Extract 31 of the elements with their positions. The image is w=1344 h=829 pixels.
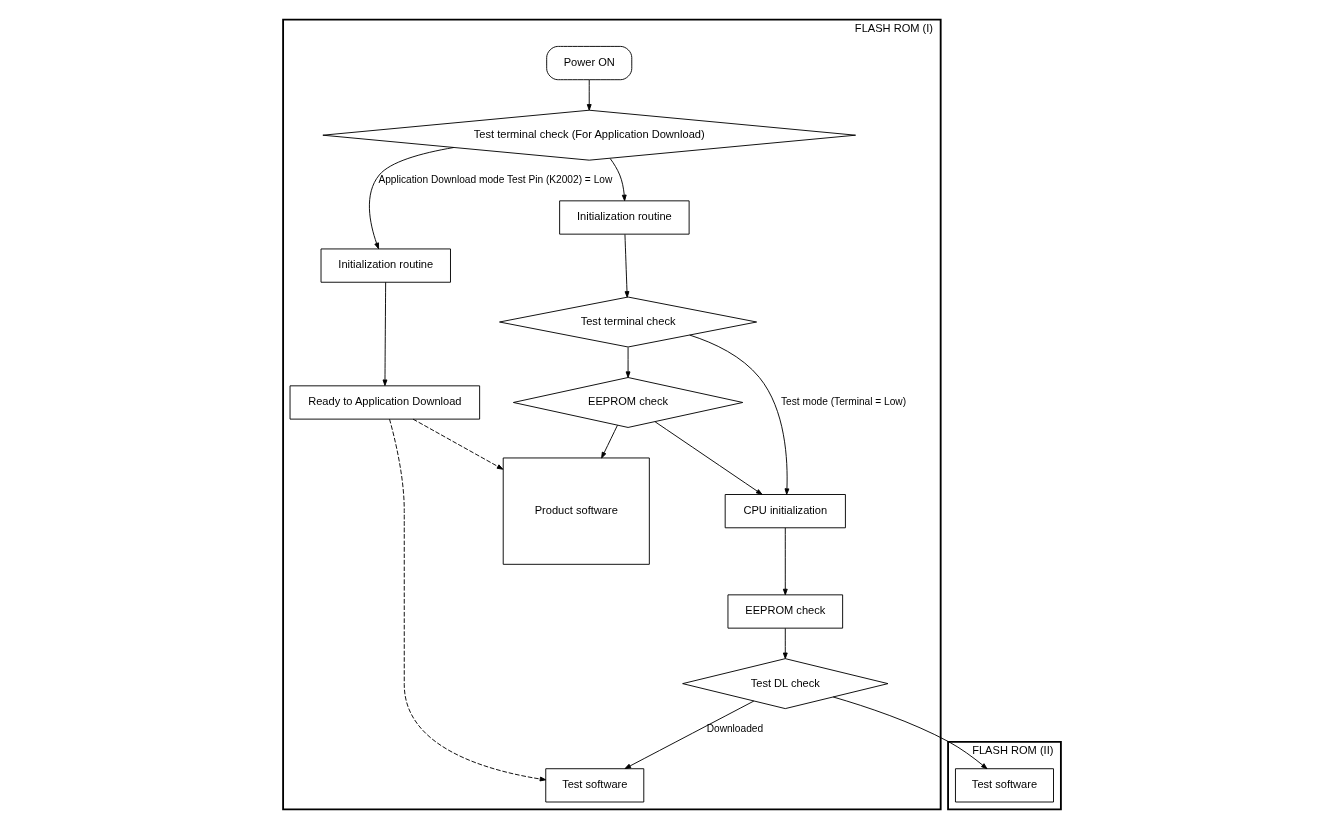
arrow <box>389 418 547 782</box>
node-box: EEPROM check <box>727 594 844 629</box>
node-box: CPU initialization <box>724 494 846 529</box>
arrow <box>782 527 788 596</box>
arrow <box>625 346 631 378</box>
arrow <box>832 696 988 770</box>
arrow <box>382 281 388 386</box>
arrow <box>586 79 592 111</box>
node-box: Power ON <box>546 45 633 81</box>
arrow <box>689 334 790 495</box>
node-diamond: Test terminal check (For Application Download) <box>322 109 857 161</box>
arrow <box>609 158 627 202</box>
node-box: Test software <box>545 768 645 803</box>
node-diamond: EEPROM check <box>512 377 744 428</box>
arrow <box>624 700 755 770</box>
arrow <box>412 418 504 470</box>
edge-label: Test mode (Terminal = Low) <box>781 396 907 408</box>
arrow <box>654 421 763 495</box>
node-diamond: Test DL check <box>682 658 889 710</box>
arrow <box>782 627 788 659</box>
edge-label: Downloaded <box>706 722 764 734</box>
edge-label: Application Download mode Test Pin (K2002) = Low <box>378 174 613 186</box>
node-box: Test software <box>955 768 1054 803</box>
node-box: Initialization routine <box>559 200 690 235</box>
arrow <box>368 147 455 250</box>
arrow <box>601 424 618 459</box>
node-box: Ready to Application Download <box>289 385 481 420</box>
node-box: Initialization routine <box>320 248 451 283</box>
arrow <box>624 234 630 298</box>
node-diamond: Test terminal check <box>499 296 758 348</box>
node-box: Product software <box>502 457 650 565</box>
